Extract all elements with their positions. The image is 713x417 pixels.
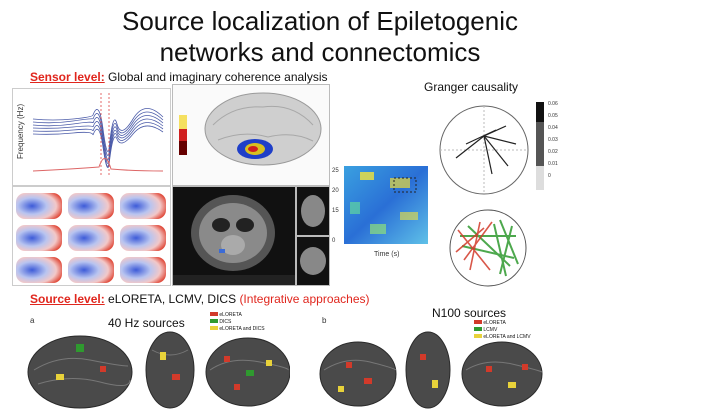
sources-left-brains bbox=[20, 330, 290, 414]
granger-title: Granger causality bbox=[424, 80, 519, 94]
legend-item: DICS bbox=[210, 319, 265, 326]
connectivity-plot bbox=[449, 209, 527, 287]
eeg-waveform-panel: Frequency (Hz) bbox=[12, 88, 171, 186]
frequency-axis-label: Frequency (Hz) bbox=[16, 104, 25, 159]
sources-left-legend: eLORETA DICS eLORETA and DICS bbox=[210, 312, 265, 333]
granger-causality-plot bbox=[439, 102, 544, 195]
title-line-2: networks and connectomics bbox=[159, 37, 481, 67]
mri-sagittal-panel bbox=[296, 236, 330, 286]
slide-title: Source localization of Epiletogenic netw… bbox=[0, 6, 640, 68]
panel-letter-b: b bbox=[322, 316, 327, 325]
colorbar-tick: 0.05 bbox=[548, 113, 558, 119]
svg-text:20: 20 bbox=[332, 188, 339, 194]
mri-sagittal-slice bbox=[300, 247, 326, 275]
source-level-note: (Integrative approaches) bbox=[239, 292, 370, 306]
coherence-heatmap-plot: 25 20 15 0 Time (s) bbox=[332, 166, 428, 258]
sources-right-brains bbox=[316, 330, 546, 414]
sources-left-brain-render bbox=[27, 331, 290, 409]
source-level-label: Source level: bbox=[30, 292, 105, 306]
svg-text:0: 0 bbox=[332, 238, 336, 244]
sensor-level-label: Sensor level: bbox=[30, 70, 105, 84]
sources-left-title: 40 Hz sources bbox=[108, 316, 185, 330]
sources-right-brain-render bbox=[319, 331, 543, 409]
sources-right-title: N100 sources bbox=[432, 306, 507, 320]
mri-axial-panel bbox=[172, 186, 296, 286]
granger-headplot: 0.06 0.05 0.04 0.03 0.02 0.01 0 bbox=[426, 96, 566, 196]
legend-item: eLORETA bbox=[210, 312, 265, 319]
sensor-level-heading: Sensor level: Global and imaginary coher… bbox=[30, 70, 328, 84]
time-axis-label: Time (s) bbox=[374, 251, 399, 258]
panel-letter-a: a bbox=[30, 316, 35, 325]
colorbar-tick: 0.01 bbox=[548, 161, 558, 167]
mri-coronal-slice bbox=[301, 195, 325, 227]
sensor-level-text: Global and imaginary coherence analysis bbox=[108, 70, 328, 84]
title-line-1: Source localization of Epiletogenic bbox=[121, 6, 519, 36]
colorbar-tick: 0.02 bbox=[548, 149, 558, 155]
brain-3d-render bbox=[179, 92, 322, 166]
connectivity-headplot bbox=[440, 206, 540, 288]
coherence-heatmap: 25 20 15 0 Time (s) bbox=[330, 162, 430, 258]
legend-item: LCMV bbox=[474, 327, 531, 334]
svg-text:15: 15 bbox=[332, 208, 339, 214]
brain-3d-panel bbox=[172, 84, 330, 186]
source-level-methods: eLORETA, LCMV, DICS bbox=[108, 292, 237, 306]
mri-axial-slice bbox=[173, 195, 295, 285]
topomap-grid-plot bbox=[16, 193, 166, 283]
legend-item: eLORETA bbox=[474, 320, 531, 327]
colorbar-tick: 0.06 bbox=[548, 101, 558, 107]
colorbar-tick: 0 bbox=[548, 173, 551, 179]
legend-item: eLORETA and DICS bbox=[210, 326, 265, 333]
legend-item: eLORETA and LCMV bbox=[474, 334, 531, 341]
sources-right-legend: eLORETA LCMV eLORETA and LCMV bbox=[474, 320, 531, 341]
colorbar-tick: 0.03 bbox=[548, 137, 558, 143]
svg-text:25: 25 bbox=[332, 168, 339, 174]
colorbar-tick: 0.04 bbox=[548, 125, 558, 131]
topomap-grid bbox=[12, 186, 171, 286]
eeg-waveform-plot: Frequency (Hz) bbox=[16, 93, 164, 177]
source-level-heading: Source level: eLORETA, LCMV, DICS (Integ… bbox=[30, 292, 370, 306]
granger-colorbar-ticks: 0.06 0.05 0.04 0.03 0.02 0.01 0 bbox=[548, 98, 558, 182]
mri-coronal-panel bbox=[296, 186, 330, 236]
